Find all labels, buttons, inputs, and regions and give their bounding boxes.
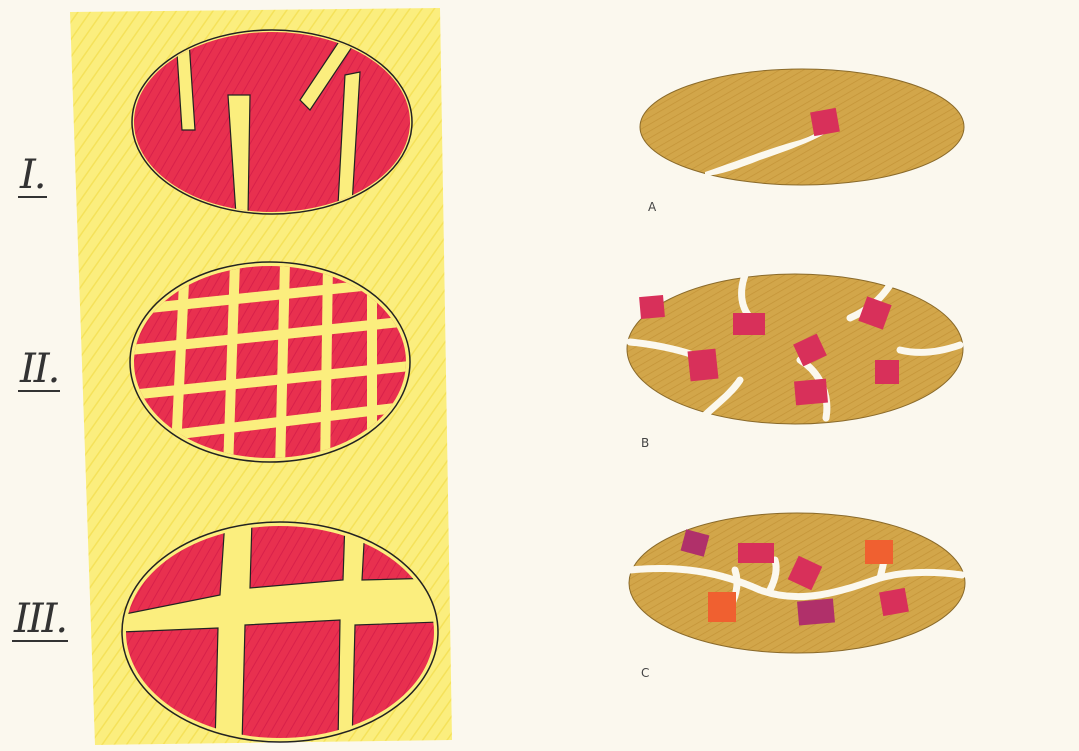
right-panel [627,69,965,653]
label-III: III. [12,600,68,642]
label-B: B [641,436,649,450]
ellipse-B [627,274,963,424]
left-panel [70,8,452,745]
label-I: I. [18,156,47,198]
label-II: II. [18,350,60,392]
ellipse-C [629,513,965,653]
label-C: C [641,666,649,680]
ellipse-A [640,69,964,185]
block [810,108,840,136]
label-A: A [648,200,656,214]
